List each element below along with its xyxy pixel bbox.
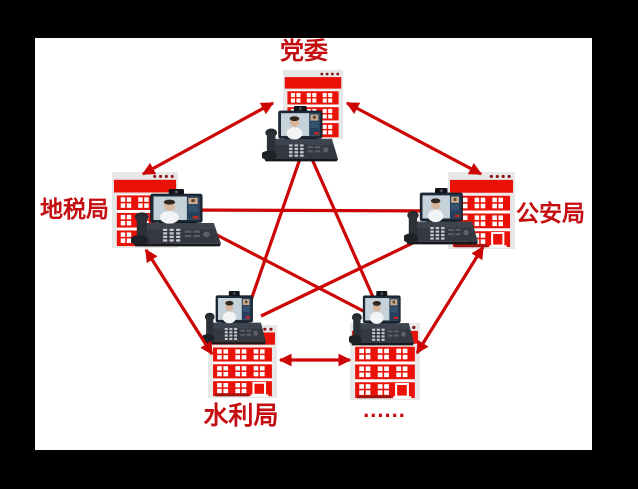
node-ellipsis: ...... — [349, 291, 420, 425]
node-label-dangwei: 党委 — [280, 38, 328, 65]
node-label-shuiliju: 水利局 — [203, 402, 279, 430]
node-label-dishuiju: 地税局 — [40, 196, 109, 222]
node-shuiliju: 水利局 — [201, 291, 281, 432]
videophone-icon — [131, 189, 221, 247]
videophone-icon — [202, 291, 266, 345]
node-gonganju: 公安局 — [404, 172, 590, 248]
node-label-gonganju: 公安局 — [516, 200, 585, 226]
videophone-icon — [404, 188, 478, 245]
videophone-icon — [262, 106, 338, 162]
node-label-ellipsis: ...... — [363, 397, 406, 422]
node-dangwei: 党委 — [262, 39, 346, 175]
videophone-icon — [349, 291, 414, 346]
node-dishuiju: 地税局 — [40, 172, 222, 248]
